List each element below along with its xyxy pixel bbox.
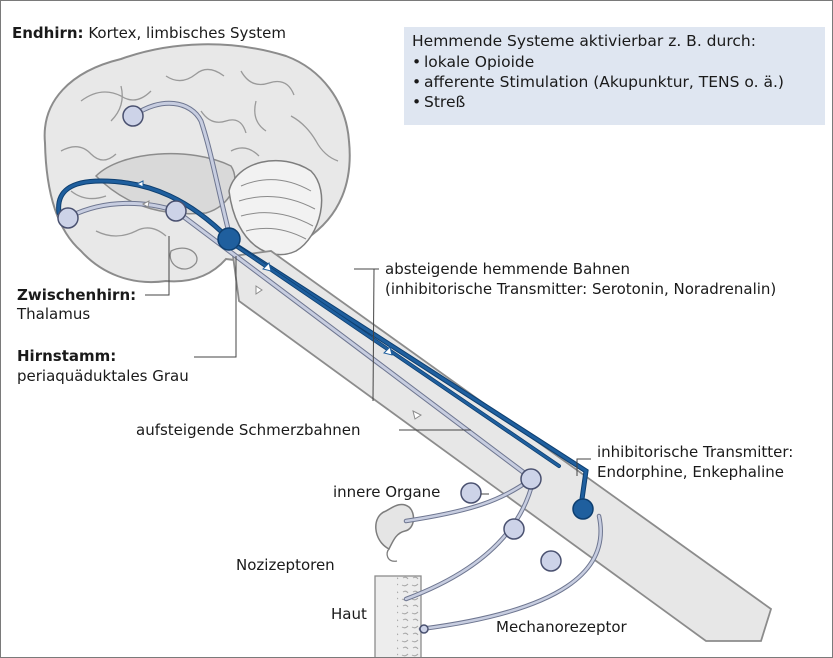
neuron-nociceptor — [504, 519, 524, 539]
label-inner-organs: innere Organe — [333, 483, 440, 502]
infobox-item: afferente Stimulation (Akupunktur, TENS … — [412, 72, 784, 92]
infobox-title: Hemmende Systeme aktivierbar z. B. durch… — [412, 31, 756, 51]
neuron-spinal-relay — [521, 469, 541, 489]
skin-tissue — [375, 576, 421, 657]
brain — [45, 44, 350, 282]
neuron-mechano — [541, 551, 561, 571]
neuron-organ-afferent — [461, 483, 481, 503]
label-hirnstamm: Hirnstamm: — [17, 347, 116, 366]
label-endhirn-title: Endhirn: — [12, 24, 84, 42]
infobox-item: Streß — [412, 92, 784, 112]
neuron-thalamus — [166, 201, 186, 221]
label-nociceptors: Nozizeptoren — [236, 556, 335, 575]
label-endhirn: Endhirn: Kortex, limbisches System — [12, 24, 286, 43]
label-zwischenhirn-desc: Thalamus — [17, 305, 90, 324]
label-mechanoreceptor: Mechanorezeptor — [496, 618, 627, 637]
label-zwischenhirn: Zwischenhirn: — [17, 286, 136, 305]
label-hirnstamm-desc: periaquäduktales Grau — [17, 367, 189, 386]
neuron-pag — [218, 228, 240, 250]
mechanoreceptor-ending — [420, 625, 428, 633]
label-descending-line2: (inhibitorische Transmitter: Serotonin, … — [385, 280, 776, 299]
label-endhirn-desc: Kortex, limbisches System — [84, 24, 286, 42]
infobox-item: lokale Opioide — [412, 52, 784, 72]
label-inhib-line2: Endorphine, Enkephaline — [597, 463, 784, 482]
neuron-spinal-inhibitory — [573, 499, 593, 519]
label-zwischenhirn-title: Zwischenhirn: — [17, 286, 136, 304]
label-descending-line1: absteigende hemmende Bahnen — [385, 260, 630, 279]
infobox-list: lokale Opioide afferente Stimulation (Ak… — [412, 52, 784, 112]
label-ascending: aufsteigende Schmerzbahnen — [136, 421, 360, 440]
kidney-organ — [376, 504, 414, 561]
inhibitory-systems-box: Hemmende Systeme aktivierbar z. B. durch… — [404, 27, 825, 125]
label-hirnstamm-title: Hirnstamm: — [17, 347, 116, 365]
label-skin: Haut — [331, 605, 367, 624]
neuron-cortex — [123, 106, 143, 126]
neuron-limbic — [58, 208, 78, 228]
label-inhib-line1: inhibitorische Transmitter: — [597, 443, 793, 462]
